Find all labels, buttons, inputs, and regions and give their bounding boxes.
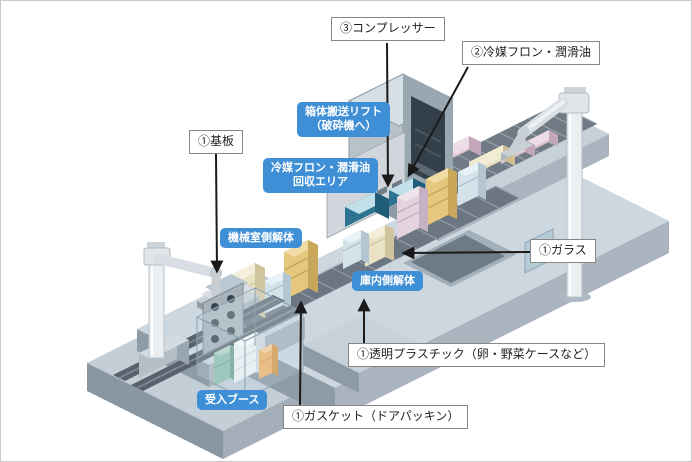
station-recovery-line2: 回収エリア	[293, 176, 348, 189]
station-lift-line1: 箱体搬送リフト	[305, 106, 382, 118]
station-recovery-area: 冷媒フロン・潤滑油 回収エリア	[263, 158, 378, 193]
intake-booth	[195, 287, 305, 400]
booth-glass	[195, 287, 305, 400]
fridge	[364, 225, 394, 267]
arrow-glass	[401, 246, 531, 260]
arrow-gasket	[294, 300, 308, 406]
fridge	[258, 344, 278, 379]
station-machine-side: 機械室側解体	[220, 228, 302, 249]
callout-refrigerant: ②冷媒フロン・潤滑油	[462, 41, 601, 65]
station-intake-booth: 受入ブース	[197, 390, 268, 411]
arrow-refrigerant	[407, 66, 469, 178]
station-interior-side: 庫内側解体	[352, 271, 423, 292]
fridge	[342, 230, 369, 269]
fridge	[396, 186, 428, 239]
station-lift: 箱体搬送リフト （破砕機へ）	[297, 102, 390, 137]
callout-glass: ①ガラス	[530, 239, 596, 263]
arrow-circuit-board	[210, 153, 224, 274]
fridge	[457, 162, 486, 206]
callout-circuit-board: ①基板	[189, 130, 244, 154]
callout-gasket: ①ガスケット（ドアパッキン）	[283, 405, 469, 429]
callout-compressor: ③コンプレッサー	[331, 17, 445, 41]
callout-clear-plastic: ①透明プラスチック（卵・野菜ケースなど）	[348, 343, 606, 367]
callout-arrows	[210, 42, 531, 406]
recovery-unit	[345, 192, 389, 227]
station-recovery-line1: 冷媒フロン・潤滑油	[271, 162, 370, 174]
station-lift-line2: （破砕機へ）	[310, 120, 377, 133]
fridge	[425, 168, 457, 226]
robot-arm-segment	[154, 254, 220, 278]
